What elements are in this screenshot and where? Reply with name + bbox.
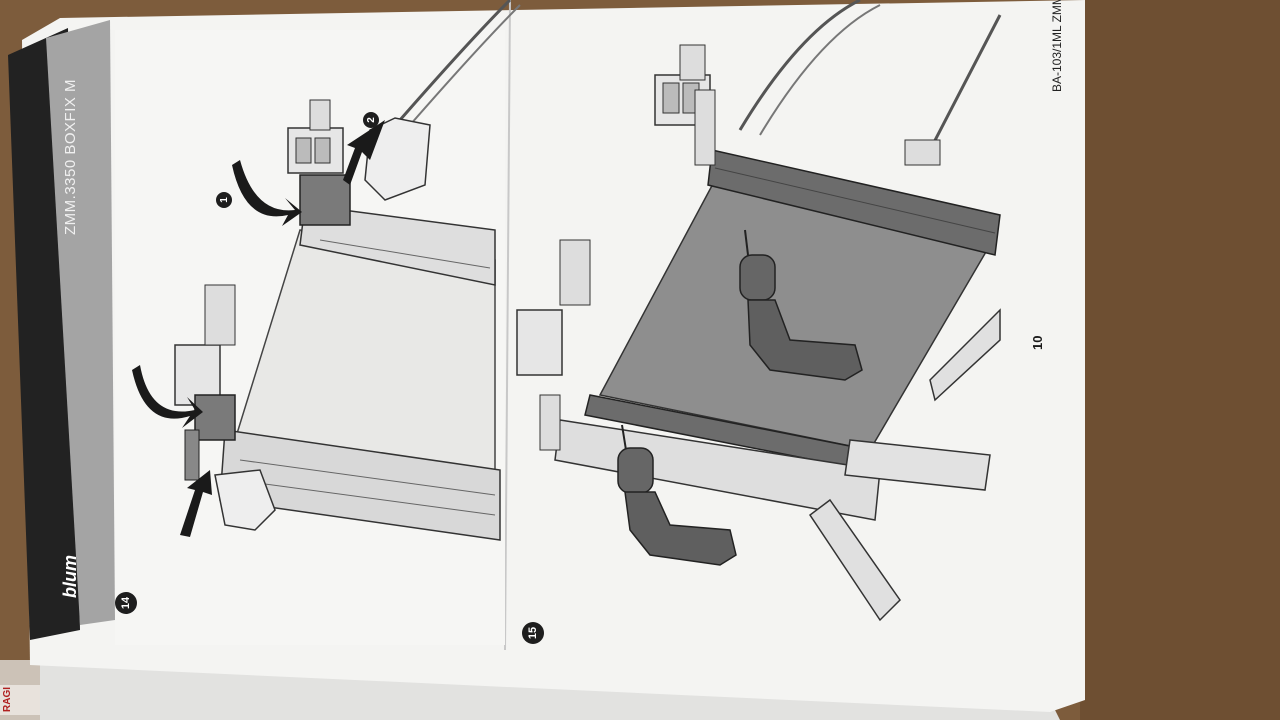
page-number: 10: [1030, 335, 1045, 350]
drill-icon: [739, 229, 863, 381]
sub-step-2: 2: [363, 112, 379, 128]
curved-arrow-icon: [132, 365, 203, 428]
panel-divider: [504, 0, 511, 651]
box-label: RAGI: [2, 687, 13, 712]
curved-arrow-icon: [232, 160, 302, 226]
brand-logo: blum: [60, 555, 80, 598]
cardboard-shadow: [1080, 0, 1280, 720]
illustration-step-14: [115, 0, 521, 645]
header-band-gray: [46, 20, 115, 625]
hand-icon: [214, 469, 276, 531]
straight-arrow-icon: [343, 120, 385, 185]
illustration-step-15: [516, 0, 1002, 622]
product-header: ZMM.3350 BOXFIX M: [62, 78, 79, 235]
step-number-14: 14: [115, 592, 137, 614]
box-label-area: [0, 685, 40, 715]
document-reference: BA-103/1ML ZMM: [1050, 0, 1064, 92]
sub-step-1: 1: [216, 192, 232, 208]
step-number-15: 15: [522, 622, 544, 644]
straight-arrow-icon: [180, 470, 212, 537]
drill-icon: [617, 424, 737, 566]
hand-icon: [364, 117, 431, 201]
